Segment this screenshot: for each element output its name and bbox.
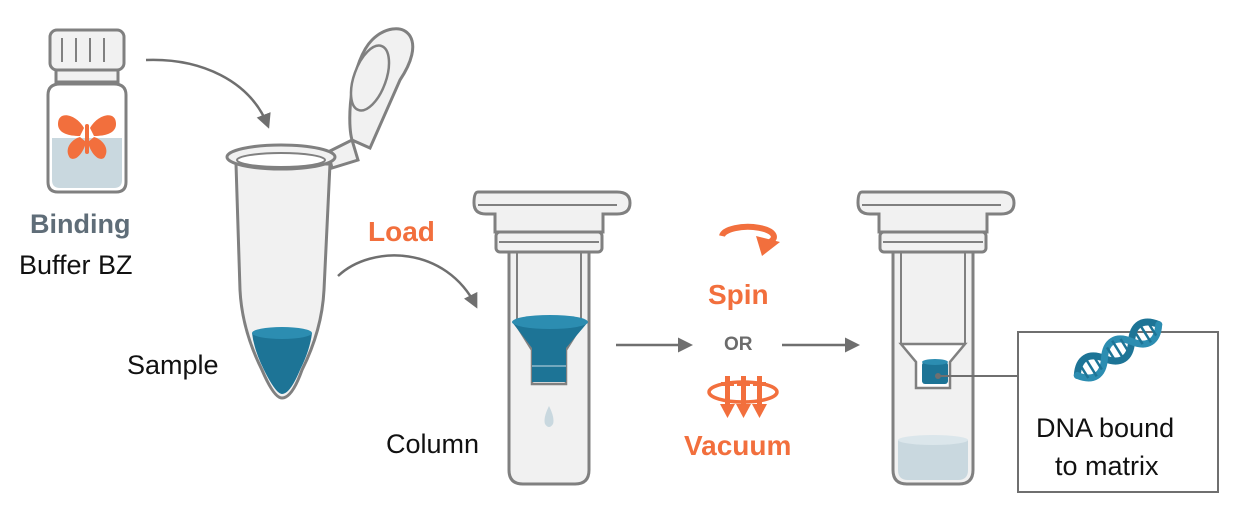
butterfly-icon bbox=[58, 115, 116, 159]
binding-label-line2: Buffer BZ bbox=[19, 250, 133, 280]
callout-dot bbox=[935, 373, 941, 379]
rotation-arrowhead bbox=[756, 236, 780, 256]
vacuum-label: Vacuum bbox=[684, 430, 792, 461]
buffer-vial-icon bbox=[46, 28, 128, 194]
spin-column-icon bbox=[472, 190, 632, 486]
microcentrifuge-tube-icon bbox=[225, 27, 415, 400]
dna-label-line2: to matrix bbox=[1055, 451, 1159, 481]
vacuum-icon bbox=[707, 376, 779, 418]
arrow-buffer-to-tube bbox=[145, 58, 271, 129]
column-label: Column bbox=[386, 429, 480, 459]
load-label: Load bbox=[368, 216, 435, 247]
dna-label-line1: DNA bound bbox=[1036, 413, 1175, 443]
sample-label: Sample bbox=[127, 350, 219, 380]
or-label: OR bbox=[724, 334, 753, 355]
rotation-arrow-icon bbox=[719, 223, 777, 247]
dna-helix-icon bbox=[1073, 318, 1163, 382]
binding-label-line1: Binding bbox=[30, 209, 131, 239]
arrow-load bbox=[337, 254, 478, 309]
spin-column-bound-icon bbox=[856, 190, 1016, 486]
spin-label: Spin bbox=[708, 279, 769, 310]
